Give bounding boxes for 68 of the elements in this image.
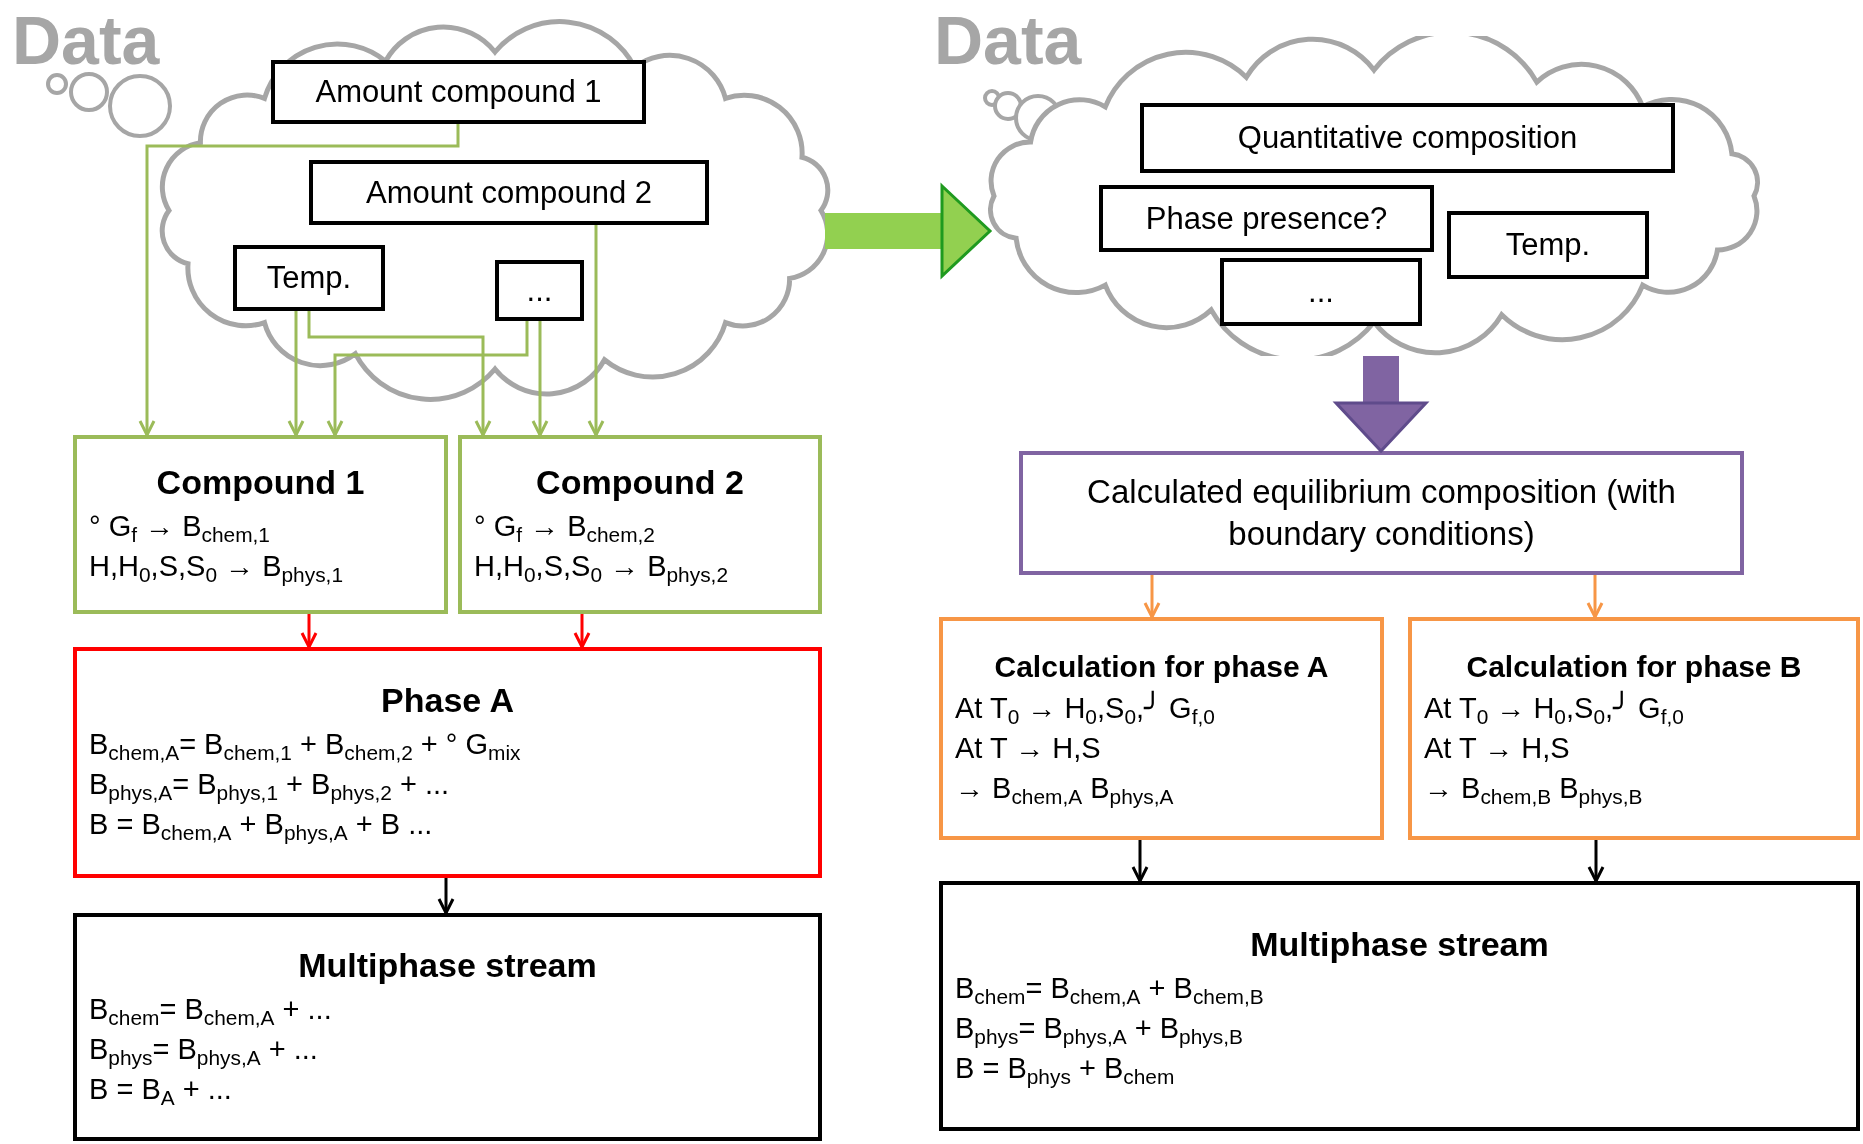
equation-text: ° G$_{f}$ → B$_{chem,2}$ <box>473 509 656 546</box>
equation-text: B = B$_{chem,A}$ + B$_{phys,A}$ + B ... <box>88 807 434 844</box>
arrow <box>531 321 549 437</box>
equation-text: B$_{chem}$= B$_{chem,A}$ + B$_{chem,B}$ <box>954 970 1265 1008</box>
cloud-title: Data <box>12 6 160 74</box>
box-label: Quantitative composition <box>1236 120 1579 156</box>
equation-text: H,H$_{0}$,S,S$_{0}$ → B$_{phys,2}$ <box>473 549 729 586</box>
box-heading: Calculation for phase B <box>1465 649 1803 684</box>
box-label: Amount compound 2 <box>364 174 654 211</box>
process-box <box>939 617 1384 840</box>
box-label: Calculated equilibrium composition (with boundary conditions) <box>1086 472 1677 554</box>
box-label: Amount compound 1 <box>314 74 603 110</box>
process-box <box>73 913 822 1141</box>
box-heading: Multiphase stream <box>1249 924 1550 964</box>
box-label: ... <box>525 272 554 309</box>
equation-text: At T$_{0}$ → H$_{0}$,S$_{0}$,╯ G$_{f,0}$ <box>1423 689 1685 728</box>
equation-text: B$_{phys}$= B$_{phys,A}$ + B$_{phys,B}$ <box>954 1010 1244 1048</box>
equation-text: B$_{chem}$= B$_{chem,A}$ + ... <box>88 991 333 1029</box>
box-heading: Phase A <box>380 681 515 720</box>
process-box <box>458 435 822 614</box>
process-box <box>1447 211 1649 279</box>
arrow <box>437 878 455 915</box>
equation-text: B$_{phys,A}$= B$_{phys,1}$ + B$_{phys,2}$ + ... <box>88 767 451 804</box>
equation-text: → B$_{chem,A}$ B$_{phys,A}$ <box>954 770 1175 808</box>
process-box <box>1408 617 1860 840</box>
box-label: Temp. <box>1504 227 1592 263</box>
process-box <box>1140 103 1675 173</box>
equation-text: ° G$_{f}$ → B$_{chem,1}$ <box>88 509 271 546</box>
process-box <box>73 647 822 878</box>
block-arrow <box>825 184 992 278</box>
arrow <box>326 321 529 437</box>
arrow <box>307 311 492 437</box>
arrow <box>287 311 305 437</box>
arrow <box>1587 840 1605 883</box>
box-heading: Compound 2 <box>535 463 745 502</box>
equation-text: At T → H,S <box>954 730 1102 766</box>
box-heading: Multiphase stream <box>297 945 598 985</box>
arrow <box>587 225 605 437</box>
box-heading: Calculation for phase A <box>993 649 1330 684</box>
process-box <box>1099 185 1434 252</box>
equation-text: H,H$_{0}$,S,S$_{0}$ → B$_{phys,1}$ <box>88 549 344 586</box>
cloud-title: Data <box>934 6 1082 74</box>
process-box <box>309 160 709 225</box>
arrow <box>1143 575 1161 619</box>
equation-text: B = B$_{A}$ + ... <box>88 1071 233 1109</box>
equation-text: At T → H,S <box>1423 730 1571 766</box>
box-label: Phase presence? <box>1144 200 1389 237</box>
arrow <box>138 124 460 437</box>
box-label: ... <box>1307 274 1335 310</box>
arrow <box>1586 575 1604 619</box>
equation-text: At T$_{0}$ → H$_{0}$,S$_{0}$,╯ G$_{f,0}$ <box>954 689 1216 728</box>
equation-text: → B$_{chem,B}$ B$_{phys,B}$ <box>1423 770 1644 808</box>
process-box <box>271 60 646 124</box>
process-box <box>1220 258 1422 326</box>
process-box <box>73 435 448 614</box>
arrow <box>573 614 591 649</box>
process-box <box>495 260 584 321</box>
box-heading: Compound 1 <box>155 463 366 502</box>
equation-text: B$_{chem,A}$= B$_{chem,1}$ + B$_{chem,2}$ + ° G$_{mix}$ <box>88 727 522 764</box>
equation-text: B$_{phys}$= B$_{phys,A}$ + ... <box>88 1031 319 1069</box>
arrow <box>1131 840 1149 883</box>
block-arrow <box>1334 356 1428 453</box>
process-box <box>1019 451 1744 575</box>
equation-text: B = B$_{phys}$ + B$_{chem}$ <box>954 1050 1176 1088</box>
box-label: Temp. <box>265 260 353 296</box>
process-box <box>233 245 385 311</box>
arrow <box>300 614 318 649</box>
process-box <box>939 881 1860 1131</box>
